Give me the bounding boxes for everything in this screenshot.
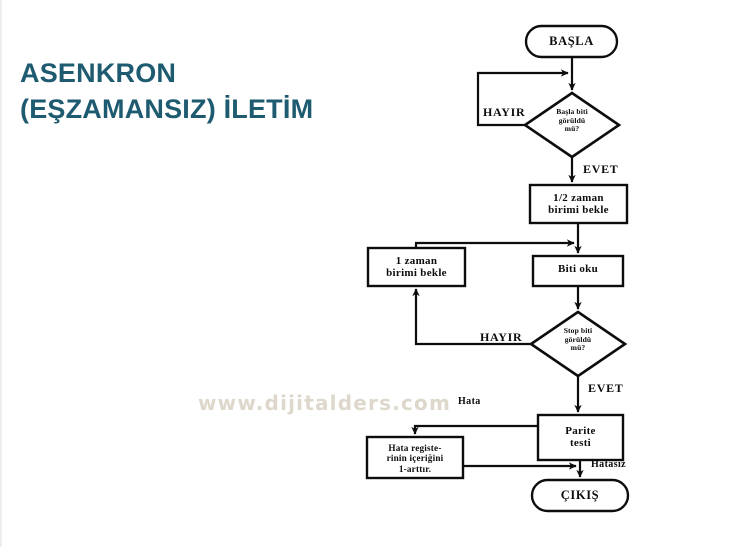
node-parity-test-shape (536, 413, 625, 462)
edge-wait-one-to-read-bit (414, 239, 575, 248)
node-error-register-shape (365, 435, 465, 480)
node-decision-stop-bit-shape (528, 310, 628, 378)
edge-decision-no-loop (476, 69, 569, 127)
node-exit-shape (530, 478, 630, 513)
node-decision-start-bit-shape (522, 91, 622, 159)
node-wait-half-shape (528, 183, 629, 225)
edge-parity-error-to-register (411, 424, 538, 435)
edge-decision-stop-no-loop (412, 288, 531, 346)
watermark: www.dijitalders.com (198, 391, 452, 415)
node-wait-one-shape (366, 246, 467, 288)
node-start-shape (524, 24, 619, 59)
node-read-bit-shape (531, 254, 625, 288)
page-title: ASENKRON (EŞZAMANSIZ) İLETİM (20, 58, 314, 124)
